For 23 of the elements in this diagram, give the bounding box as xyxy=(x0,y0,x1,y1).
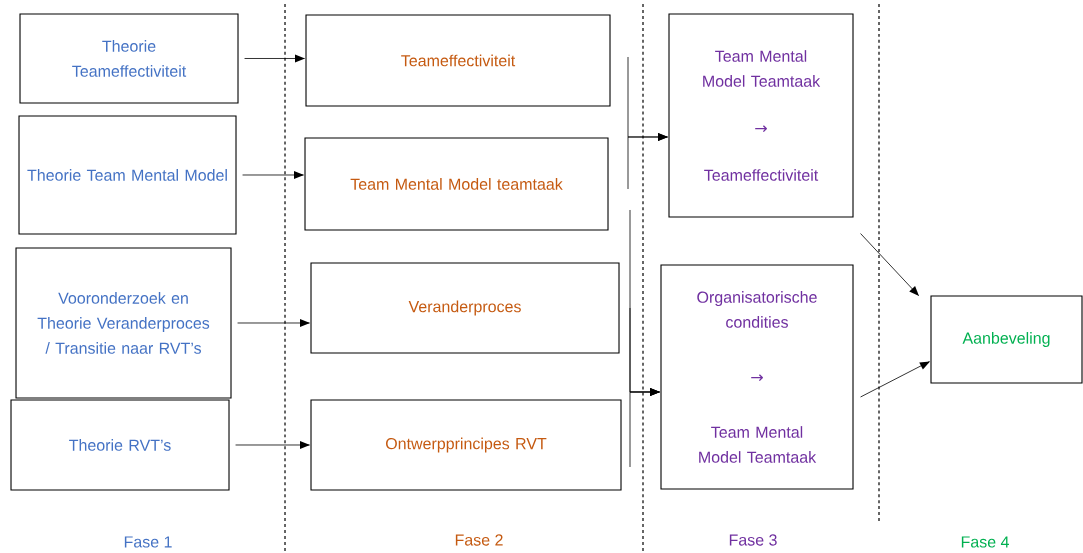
arrow xyxy=(629,388,660,468)
arrow xyxy=(242,171,304,179)
process-box: Vooronderzoek en Theorie Veranderproces / Transitie naar RVT’s xyxy=(15,247,232,399)
arrow xyxy=(235,441,310,449)
process-box: Veranderproces xyxy=(310,262,620,354)
process-box: Team Mental Model Teamtaak → Teameffectiviteit xyxy=(668,13,854,218)
arrow xyxy=(237,319,310,327)
process-box: Team Mental Model teamtaak xyxy=(304,137,609,231)
process-box: Aanbeveling xyxy=(930,295,1083,384)
arrow xyxy=(244,54,305,63)
process-box: Ontwerpprincipes RVT xyxy=(310,399,622,491)
process-box: Theorie Teameffectiviteit xyxy=(19,13,239,104)
arrow xyxy=(860,233,919,296)
phase-label: Fase 1 xyxy=(124,536,172,548)
phase-label: Fase 4 xyxy=(961,536,1009,548)
arrow xyxy=(860,361,930,398)
phase-label: Fase 3 xyxy=(729,534,777,546)
phase-label: Fase 2 xyxy=(455,534,503,546)
process-box: Teameffectiviteit xyxy=(305,14,611,107)
process-box: Theorie Team Mental Model xyxy=(18,115,237,235)
process-box: Theorie RVT’s xyxy=(10,399,230,491)
arrow xyxy=(627,133,668,190)
process-box: Organisatorische condities → Team Mental Model Teamtaak xyxy=(660,264,854,490)
